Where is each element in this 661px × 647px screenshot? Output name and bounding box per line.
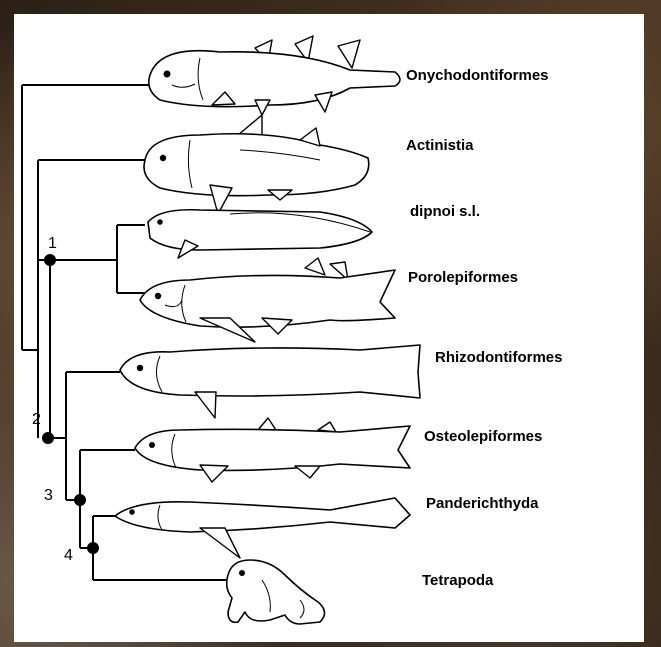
taxon-label-tetrapoda: Tetrapoda	[422, 572, 494, 589]
node-dot-1	[44, 254, 56, 266]
node-dot-2	[42, 432, 54, 444]
taxon-label-dipnoi: dipnoi s.l.	[410, 203, 480, 220]
onychodont-fish-icon	[149, 36, 400, 115]
lungfish-icon	[148, 210, 372, 258]
porolepiform-fish-icon	[140, 258, 395, 342]
node-label-4: 4	[64, 547, 73, 564]
taxon-label-panderichthyda: Panderichthyda	[426, 495, 539, 512]
taxon-label-porolepiformes: Porolepiformes	[408, 269, 518, 286]
frog-icon	[227, 560, 325, 624]
coelacanth-fish-icon	[144, 115, 369, 214]
node-label-3: 3	[44, 487, 53, 504]
osteolepiform-fish-icon	[135, 418, 410, 482]
taxon-label-rhizodontiformes: Rhizodontiformes	[435, 349, 563, 366]
node-label-2: 2	[32, 411, 41, 428]
panderichthys-fish-icon	[115, 498, 410, 558]
rhizodont-fish-icon	[120, 345, 420, 418]
taxon-label-actinistia: Actinistia	[406, 137, 474, 154]
taxon-label-osteolepiformes: Osteolepiformes	[424, 428, 542, 445]
taxon-label-onychodontiformes: Onychodontiformes	[406, 67, 549, 84]
node-dot-4	[87, 542, 99, 554]
node-label-1: 1	[48, 235, 57, 252]
node-dot-3	[74, 494, 86, 506]
